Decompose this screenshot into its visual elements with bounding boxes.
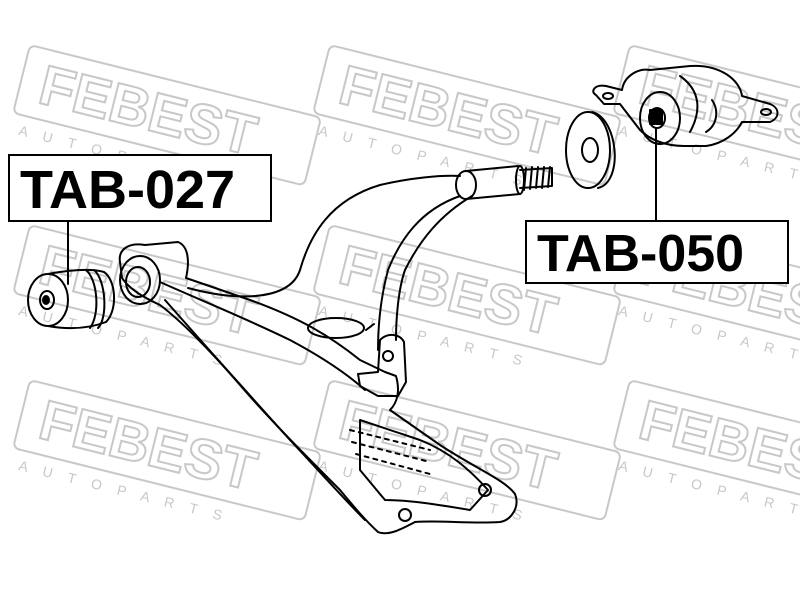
washer-rim — [591, 111, 616, 189]
watermark-frame — [313, 380, 621, 521]
plate-bolt-hole-2 — [478, 483, 492, 497]
shaft-body — [465, 165, 521, 200]
tab050-bracket-hole-left — [602, 92, 614, 100]
arm-front-eye-inner — [125, 266, 151, 298]
clip-ring — [307, 317, 365, 339]
watermark-frame — [613, 380, 800, 521]
lower-control-arm-drawing — [27, 64, 779, 535]
watermark-frame — [313, 225, 621, 366]
tab050-bushing-core — [649, 109, 663, 125]
tab027-bushing-body — [47, 268, 115, 330]
tab027-bushing-hole-inner — [42, 295, 50, 305]
tab050-bracket-detail — [679, 75, 718, 133]
tab050-bracket — [592, 64, 779, 147]
tab050-bracket-hole-right — [760, 108, 772, 116]
control-arm-lower-edge — [164, 299, 366, 521]
callout-tab-050: TAB-050 — [525, 220, 789, 284]
clip-ring-gap — [365, 323, 375, 331]
rear-bracket-hole — [382, 350, 394, 362]
watermark-frame — [13, 380, 321, 521]
watermark-frame — [13, 45, 321, 186]
arm-front-eye — [119, 255, 161, 305]
shaft-collar — [455, 170, 477, 200]
rear-shaft-2 — [377, 195, 461, 351]
watermark-frame — [613, 45, 800, 186]
threaded-stud — [519, 166, 553, 191]
plate-hatching — [349, 429, 431, 475]
rear-shaft — [187, 174, 461, 298]
watermark-frame — [13, 225, 321, 366]
plate-bolt-hole-1 — [398, 508, 412, 522]
rear-shaft-3 — [395, 195, 473, 341]
washer-inner — [581, 137, 599, 163]
watermark-frame — [313, 45, 621, 186]
tab027-bushing-ring — [85, 269, 106, 329]
tab027-bushing-hole — [39, 290, 55, 310]
callout-tab-027: TAB-027 — [8, 154, 272, 222]
washer-outer — [565, 111, 611, 189]
ball-joint-plate — [359, 419, 489, 511]
control-arm-inner-edge — [159, 281, 366, 391]
rear-bracket — [357, 334, 407, 397]
tab050-bushing-outer — [639, 91, 681, 145]
